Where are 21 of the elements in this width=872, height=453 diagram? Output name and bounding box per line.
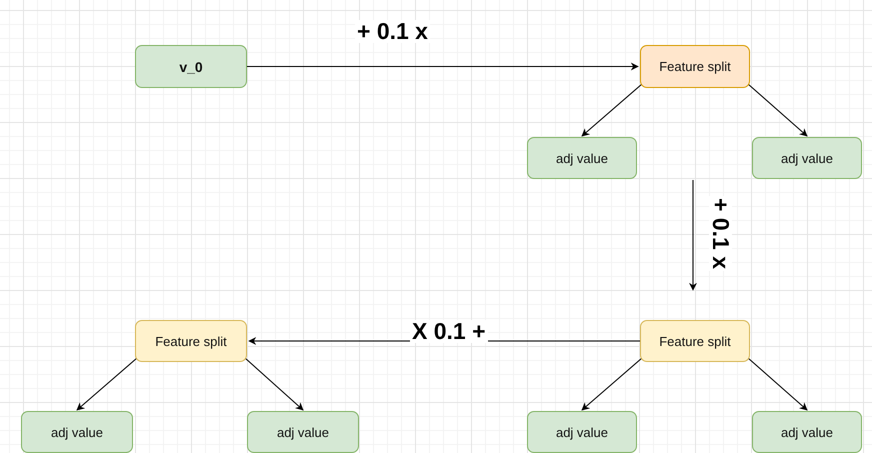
arrow bbox=[689, 180, 697, 291]
process-box: adj value bbox=[752, 137, 862, 179]
arrow bbox=[581, 358, 642, 411]
process-box: adj value bbox=[21, 411, 133, 453]
edge-label: + 0.1 x bbox=[709, 196, 732, 271]
arrow bbox=[76, 358, 138, 411]
arrow bbox=[748, 84, 808, 137]
arrow bbox=[244, 358, 304, 411]
arrow bbox=[748, 358, 808, 411]
process-box: adj value bbox=[527, 137, 637, 179]
arrow bbox=[246, 62, 639, 70]
arrow bbox=[581, 84, 642, 137]
process-box: adj value bbox=[527, 411, 637, 453]
process-box: adj value bbox=[752, 411, 862, 453]
edge-label: X 0.1 + bbox=[410, 320, 488, 343]
process-box: v_0 bbox=[135, 45, 247, 88]
process-box: Feature split bbox=[640, 45, 750, 88]
process-box: Feature split bbox=[640, 320, 750, 362]
process-box: Feature split bbox=[135, 320, 247, 362]
edge-label: + 0.1 x bbox=[355, 20, 430, 43]
process-box: adj value bbox=[247, 411, 359, 453]
